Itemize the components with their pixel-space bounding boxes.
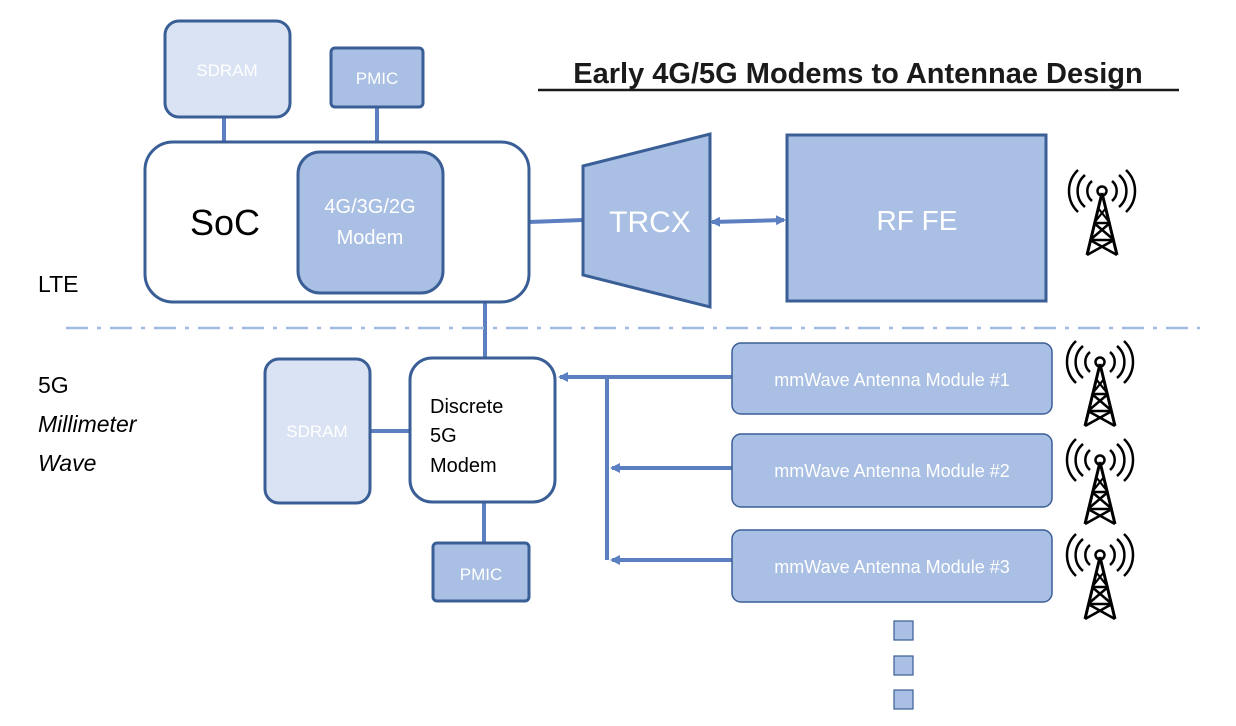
mmwave-section-label-line1: 5G [38, 372, 69, 398]
mmwave-pmic-label: PMIC [460, 565, 503, 584]
rffe-label: RF FE [877, 205, 958, 236]
soc-label: SoC [190, 202, 260, 243]
lte-sdram-label: SDRAM [196, 61, 257, 80]
continuation-square-2 [893, 655, 914, 676]
rffe-block: RF FE [785, 133, 1048, 303]
mmwave-sdram-label: SDRAM [286, 422, 347, 441]
trcx-block: TRCX [581, 132, 712, 309]
mmwave-module-2-label: mmWave Antenna Module #2 [774, 461, 1009, 481]
mmwave-pmic-block: PMIC [431, 541, 531, 603]
cell-tower-icon [1067, 168, 1137, 257]
trcx-label: TRCX [609, 206, 691, 239]
lte-modem-label-line1: 4G/3G/2G [324, 196, 415, 218]
cell-tower-icon [1065, 532, 1135, 621]
lte-pmic-block: PMIC [329, 46, 425, 109]
discrete-modem-label-line1: Discrete [430, 396, 503, 418]
mmwave-module-1: mmWave Antenna Module #1 [731, 342, 1053, 415]
mmwave-module-3-label: mmWave Antenna Module #3 [774, 557, 1009, 577]
lte-modem-label-line2: Modem [337, 227, 404, 249]
cell-tower-icon [1065, 437, 1135, 526]
cell-tower-icon [1065, 339, 1135, 428]
lte-modem-block: 4G/3G/2G Modem [296, 150, 445, 295]
lte-section-label: LTE [38, 271, 78, 297]
mmwave-section-label-line2: Millimeter [38, 411, 138, 437]
mmwave-section-label-line3: Wave [38, 450, 96, 476]
soc-trcx-connector [528, 218, 584, 224]
trcx-rffe-arrow [710, 215, 786, 227]
mmwave-module-1-label: mmWave Antenna Module #1 [774, 370, 1009, 390]
lte-sdram-block: SDRAM [163, 19, 292, 119]
mmwave-sdram-block: SDRAM [263, 357, 372, 505]
discrete-modem-label-line2: 5G [430, 425, 457, 447]
continuation-square-3 [893, 689, 914, 710]
continuation-square-1 [893, 620, 914, 641]
lte-pmic-label: PMIC [356, 69, 399, 88]
mmwave-module-2: mmWave Antenna Module #2 [731, 433, 1053, 508]
discrete-modem-label-line3: Modem [430, 455, 497, 477]
mmwave-module-3: mmWave Antenna Module #3 [731, 529, 1053, 603]
diagram-title: Early 4G/5G Modems to Antennae Design [573, 58, 1142, 90]
discrete-5g-modem-block: Discrete 5G Modem [408, 356, 557, 504]
